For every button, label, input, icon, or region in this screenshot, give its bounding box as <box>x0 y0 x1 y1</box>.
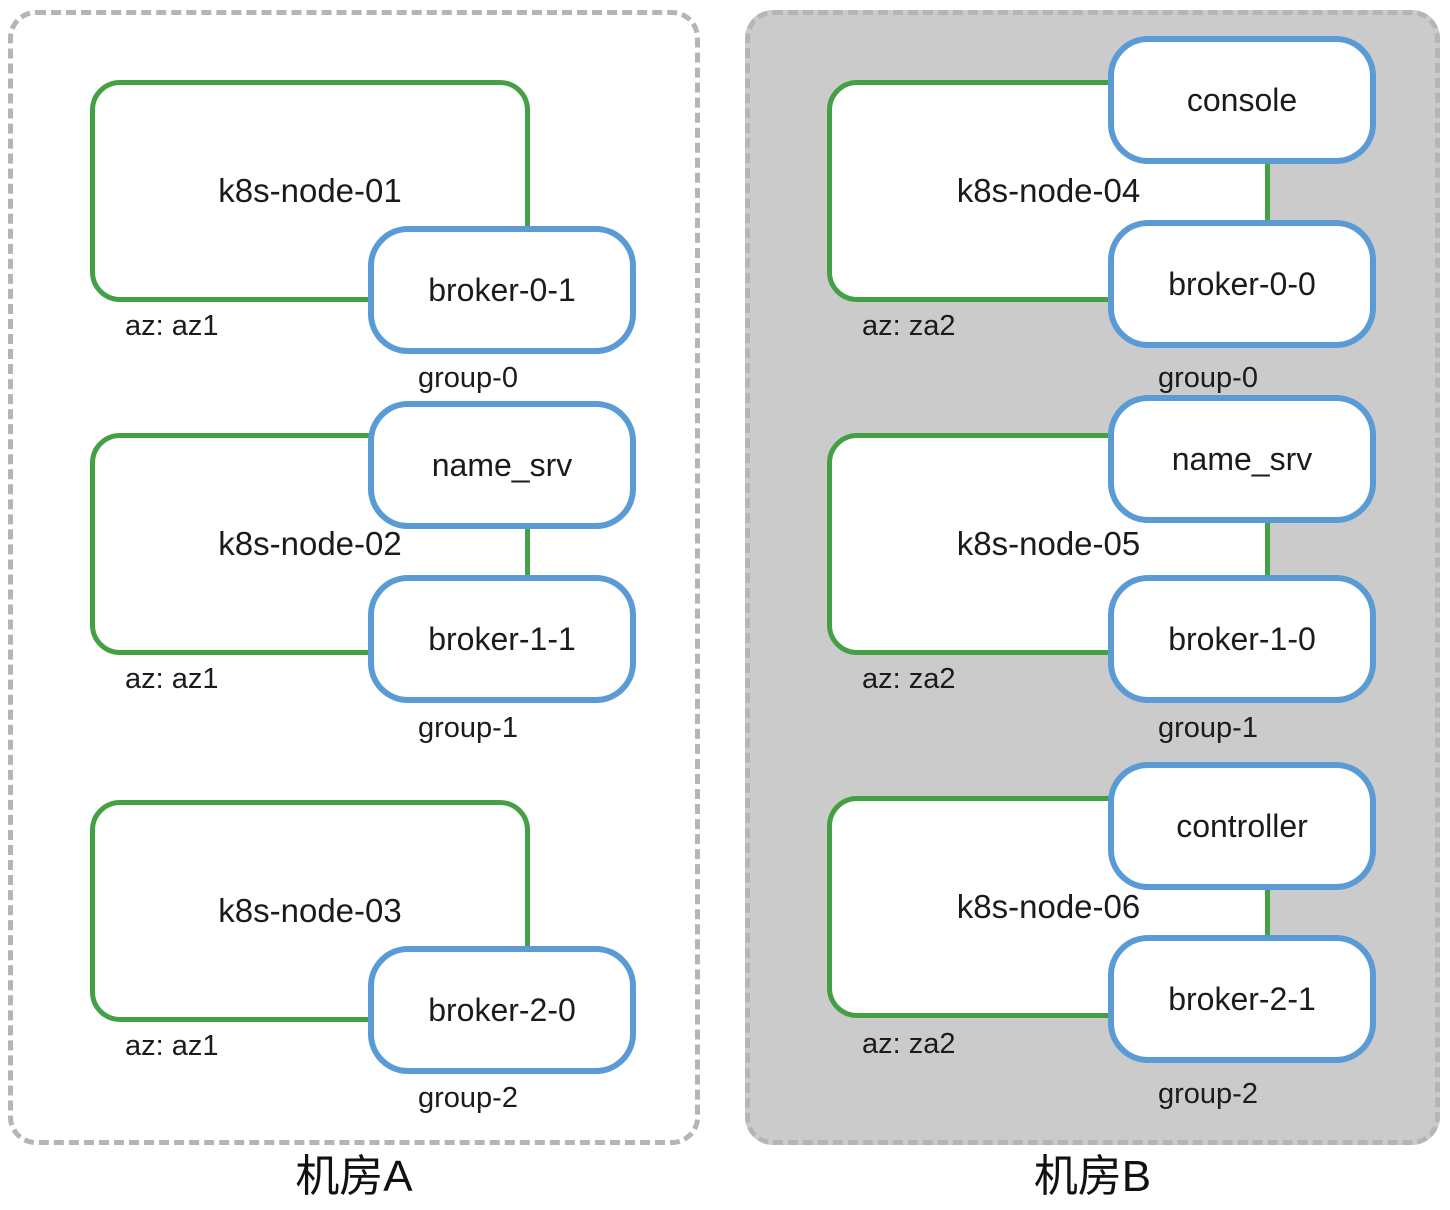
group-label: group-0 <box>418 362 518 394</box>
service-label: broker-1-1 <box>428 620 576 657</box>
service-label: name_srv <box>1171 440 1313 477</box>
node-label: k8s-node-01 <box>218 172 402 209</box>
service-label: name_srv <box>431 446 573 483</box>
service-box-broker-0-0: broker-0-0 <box>1108 220 1376 348</box>
az-label: az: az1 <box>125 1030 219 1062</box>
az-label: az: za2 <box>862 663 956 695</box>
service-box-name-srv-a: name_srv <box>368 401 636 529</box>
service-label: console <box>1186 81 1298 118</box>
node-label: k8s-node-03 <box>218 892 402 929</box>
service-box-broker-1-1: broker-1-1 <box>368 575 636 703</box>
az-label: az: za2 <box>862 310 956 342</box>
service-box-name-srv-b: name_srv <box>1108 395 1376 523</box>
service-box-controller: controller <box>1108 762 1376 890</box>
service-label: broker-0-1 <box>428 271 576 308</box>
service-label: broker-2-0 <box>428 991 576 1028</box>
service-label: broker-2-1 <box>1168 980 1316 1017</box>
service-label: broker-0-0 <box>1168 265 1316 302</box>
az-label: az: az1 <box>125 310 219 342</box>
node-label: k8s-node-06 <box>956 888 1141 925</box>
service-label: broker-1-0 <box>1168 620 1316 657</box>
service-box-broker-2-0: broker-2-0 <box>368 946 636 1074</box>
service-box-broker-2-1: broker-2-1 <box>1108 935 1376 1063</box>
room-b-title: 机房B <box>1033 1152 1152 1201</box>
group-label: group-2 <box>418 1082 518 1114</box>
group-label: group-1 <box>418 712 518 744</box>
group-label: group-2 <box>1158 1078 1258 1110</box>
node-label: k8s-node-04 <box>956 172 1141 209</box>
group-label: group-1 <box>1158 712 1258 744</box>
service-box-broker-1-0: broker-1-0 <box>1108 575 1376 703</box>
az-label: az: az1 <box>125 663 219 695</box>
node-label: k8s-node-05 <box>956 525 1141 562</box>
service-box-console: console <box>1108 36 1376 164</box>
room-a-title: 机房A <box>295 1152 413 1201</box>
node-label: k8s-node-02 <box>218 525 402 562</box>
az-label: az: za2 <box>862 1028 956 1060</box>
group-label: group-0 <box>1158 362 1258 394</box>
service-label: controller <box>1176 807 1308 844</box>
service-box-broker-0-1: broker-0-1 <box>368 226 636 354</box>
